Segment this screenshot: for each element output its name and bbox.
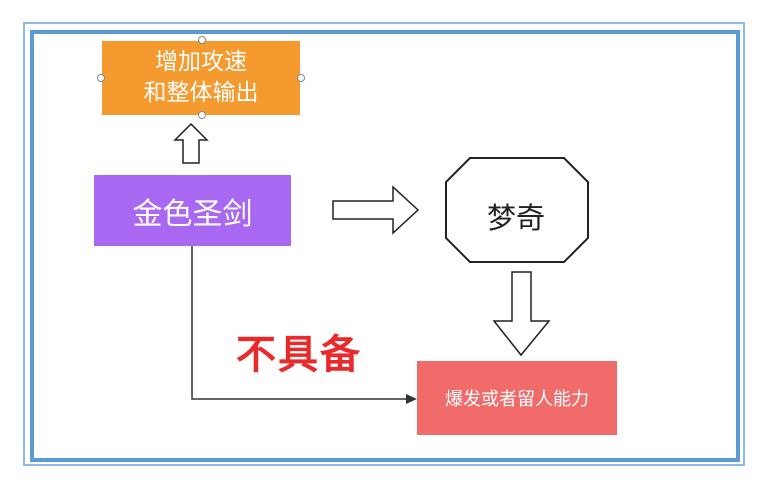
node-attack-speed[interactable]: 增加攻速 和整体输出	[102, 41, 300, 115]
octagon-shape	[445, 157, 589, 263]
node-burst-or-control[interactable]: 爆发或者留人能力	[417, 361, 617, 435]
right-arrow	[332, 185, 420, 235]
inner-frame	[30, 30, 740, 462]
outer-frame	[23, 22, 745, 466]
elbow-arrowhead	[406, 394, 417, 404]
node-attack-speed-line1: 增加攻速	[155, 49, 247, 75]
resize-handle-bottom[interactable]	[198, 111, 206, 119]
resize-handle-right[interactable]	[297, 74, 305, 82]
down-arrow	[492, 271, 551, 357]
resize-handle-top[interactable]	[198, 36, 206, 44]
elbow-connector	[191, 246, 408, 400]
node-golden-sword[interactable]: 金色圣剑	[94, 175, 291, 246]
annotation-not-available: 不具备	[236, 332, 362, 378]
node-attack-speed-line2: 和整体输出	[143, 80, 259, 106]
node-mengqi-label[interactable]: 梦奇	[486, 200, 545, 235]
up-arrow	[173, 122, 209, 164]
resize-handle-left[interactable]	[97, 74, 105, 82]
